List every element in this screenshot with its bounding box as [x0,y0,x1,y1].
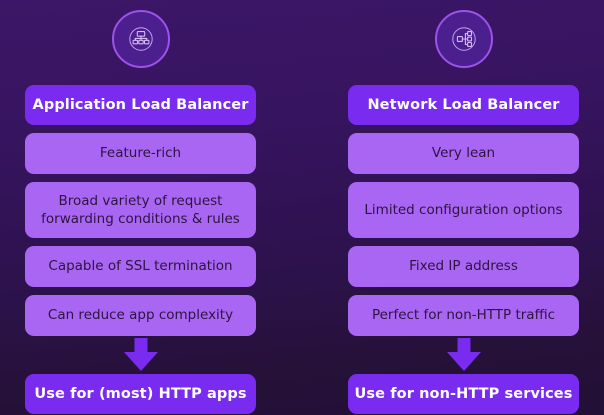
down-arrow-icon [446,338,481,371]
feature-item[interactable]: Limited configuration options [348,182,579,238]
arrow-zone-left [123,336,159,374]
feature-item[interactable]: Can reduce app complexity [25,295,256,336]
feature-item[interactable]: Very lean [348,133,579,174]
feature-item[interactable]: Capable of SSL termination [25,246,256,287]
column-network-load-balancer: Network Load Balancer Very lean Limited … [348,0,579,415]
conclusion-application-load-balancer[interactable]: Use for (most) HTTP apps [25,374,256,414]
conclusion-network-load-balancer[interactable]: Use for non-HTTP services [348,374,579,414]
conclusion-wrap-right: Use for non-HTTP services [348,374,579,414]
feature-item[interactable]: Perfect for non-HTTP traffic [348,295,579,336]
feature-item[interactable]: Broad variety of request forwarding cond… [25,182,256,238]
feature-item[interactable]: Fixed IP address [348,246,579,287]
arrow-zone-right [446,336,482,374]
header-application-load-balancer[interactable]: Application Load Balancer [25,85,256,125]
application-load-balancer-icon [111,10,170,68]
header-network-load-balancer[interactable]: Network Load Balancer [348,85,579,125]
down-arrow-icon [123,338,158,371]
conclusion-wrap-left: Use for (most) HTTP apps [25,374,256,414]
feature-list-application-load-balancer: Feature-rich Broad variety of request fo… [25,133,256,336]
feature-list-network-load-balancer: Very lean Limited configuration options … [348,133,579,336]
network-load-balancer-icon [434,10,493,68]
feature-item[interactable]: Feature-rich [25,133,256,174]
column-application-load-balancer: Application Load Balancer Feature-rich B… [25,0,256,415]
